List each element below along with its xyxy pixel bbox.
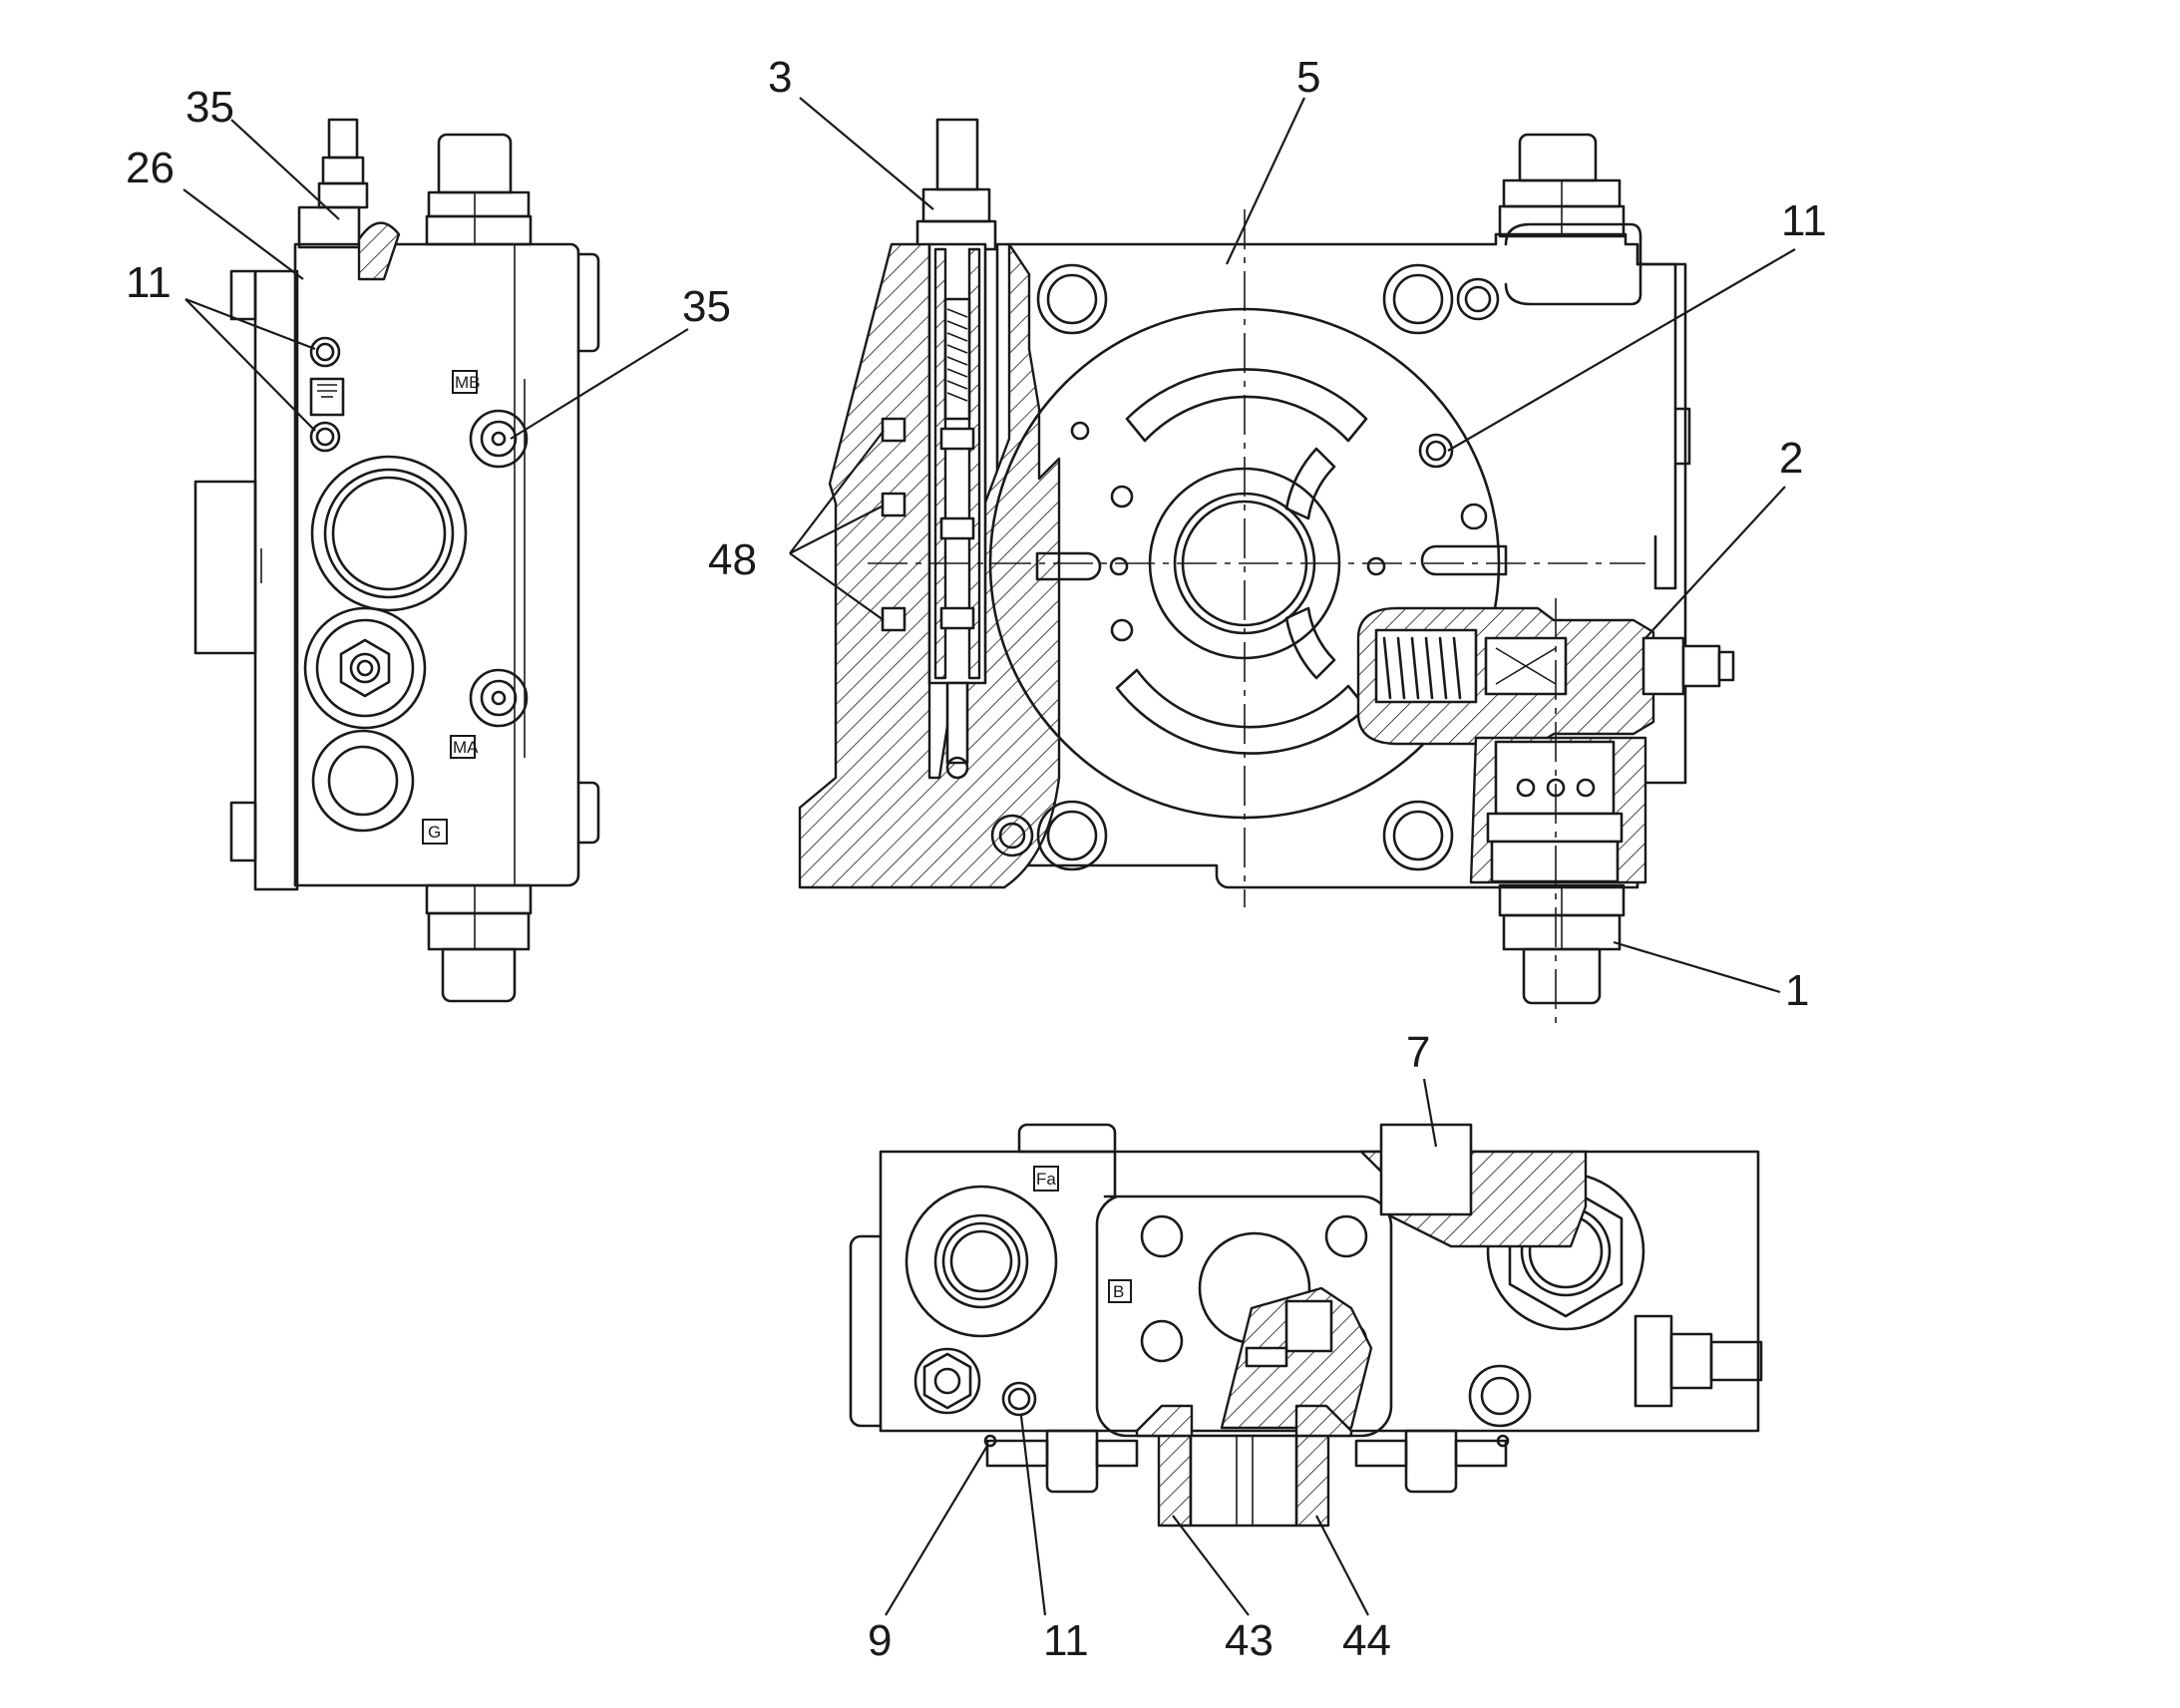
callout-43: 43 [1225,1616,1273,1665]
port-label-b: B [1113,1282,1124,1301]
callout-48: 48 [708,535,757,584]
callout-9: 9 [868,1616,892,1665]
leader-lines [182,97,1796,1616]
callout-11-bottom: 11 [1043,1616,1089,1665]
callout-5: 5 [1296,53,1320,102]
callout-3: 3 [768,53,792,102]
callout-1: 1 [1785,966,1809,1015]
port-label-fa: Fa [1036,1170,1056,1189]
bottom-view: Fa B [849,1123,1763,1528]
callout-35-right: 35 [682,282,731,331]
callout-35-top: 35 [185,83,234,132]
front-view [798,118,1735,1027]
port-label-ma: MA [453,738,479,757]
callout-26: 26 [126,144,175,192]
callout-11-left: 11 [126,258,172,307]
port-label-mb: MB [455,373,481,392]
callout-7: 7 [1406,1028,1430,1077]
port-label-g: G [428,823,441,842]
callout-44: 44 [1342,1616,1391,1665]
callout-11-top: 11 [1781,196,1827,245]
side-view: MB MA G [193,118,600,1003]
callout-2: 2 [1779,434,1803,483]
callout-labels: 35 26 11 35 3 5 11 2 48 1 7 9 11 43 44 [126,53,1827,1665]
